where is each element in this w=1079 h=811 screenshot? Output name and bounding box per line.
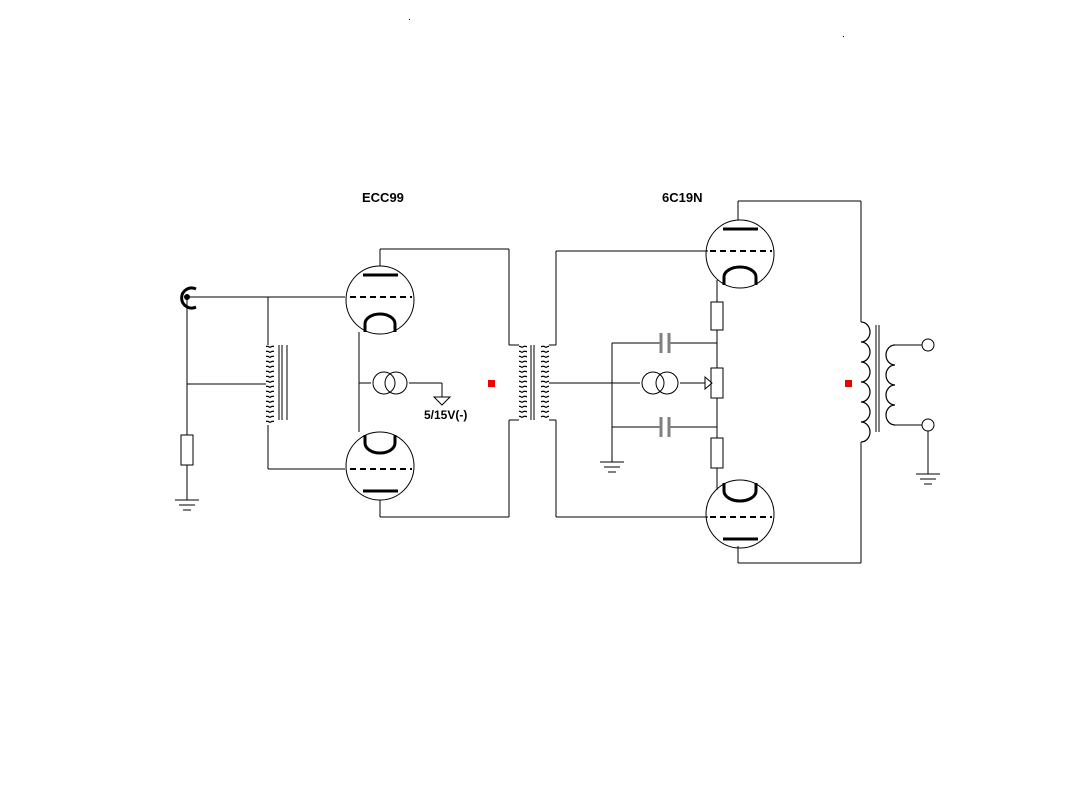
6c19n-label: 6C19N (662, 190, 702, 205)
lower-bypass-capacitor (659, 417, 671, 437)
output-terminal-hot (921, 338, 935, 352)
output-current-source (641, 371, 679, 395)
upper-cathode-resistor (710, 301, 724, 331)
ecc99-lower-triode (345, 431, 415, 501)
ecc99-label: ECC99 (362, 190, 404, 205)
interstage-transformer (509, 344, 556, 421)
output-center-tap-marker (845, 380, 852, 387)
ecc99-current-source (372, 371, 408, 395)
input-ground-symbol (175, 499, 199, 511)
lower-cathode-resistor (710, 437, 724, 469)
bias-supply-symbol (432, 396, 452, 406)
ecc99-upper-triode (345, 265, 415, 335)
input-wiring (186, 296, 345, 500)
output-terminal-ground (921, 418, 935, 432)
cathode-potentiometer (710, 367, 724, 399)
output-ground-symbol (916, 431, 940, 485)
cathode-ground-symbol (600, 461, 624, 473)
6c19n-lower-triode (705, 479, 775, 549)
output-stage-wiring (549, 200, 862, 564)
primary-center-tap-marker (488, 380, 495, 387)
input-transformer (266, 345, 288, 425)
ecc99-wiring (358, 248, 510, 518)
input-jack (180, 286, 197, 310)
potentiometer-wiper (704, 375, 713, 391)
output-transformer (856, 321, 922, 443)
upper-bypass-capacitor (659, 333, 671, 353)
input-resistor (180, 434, 194, 466)
6c19n-upper-triode (705, 219, 775, 289)
bias-voltage-label: 5/15V(-) (424, 408, 467, 422)
